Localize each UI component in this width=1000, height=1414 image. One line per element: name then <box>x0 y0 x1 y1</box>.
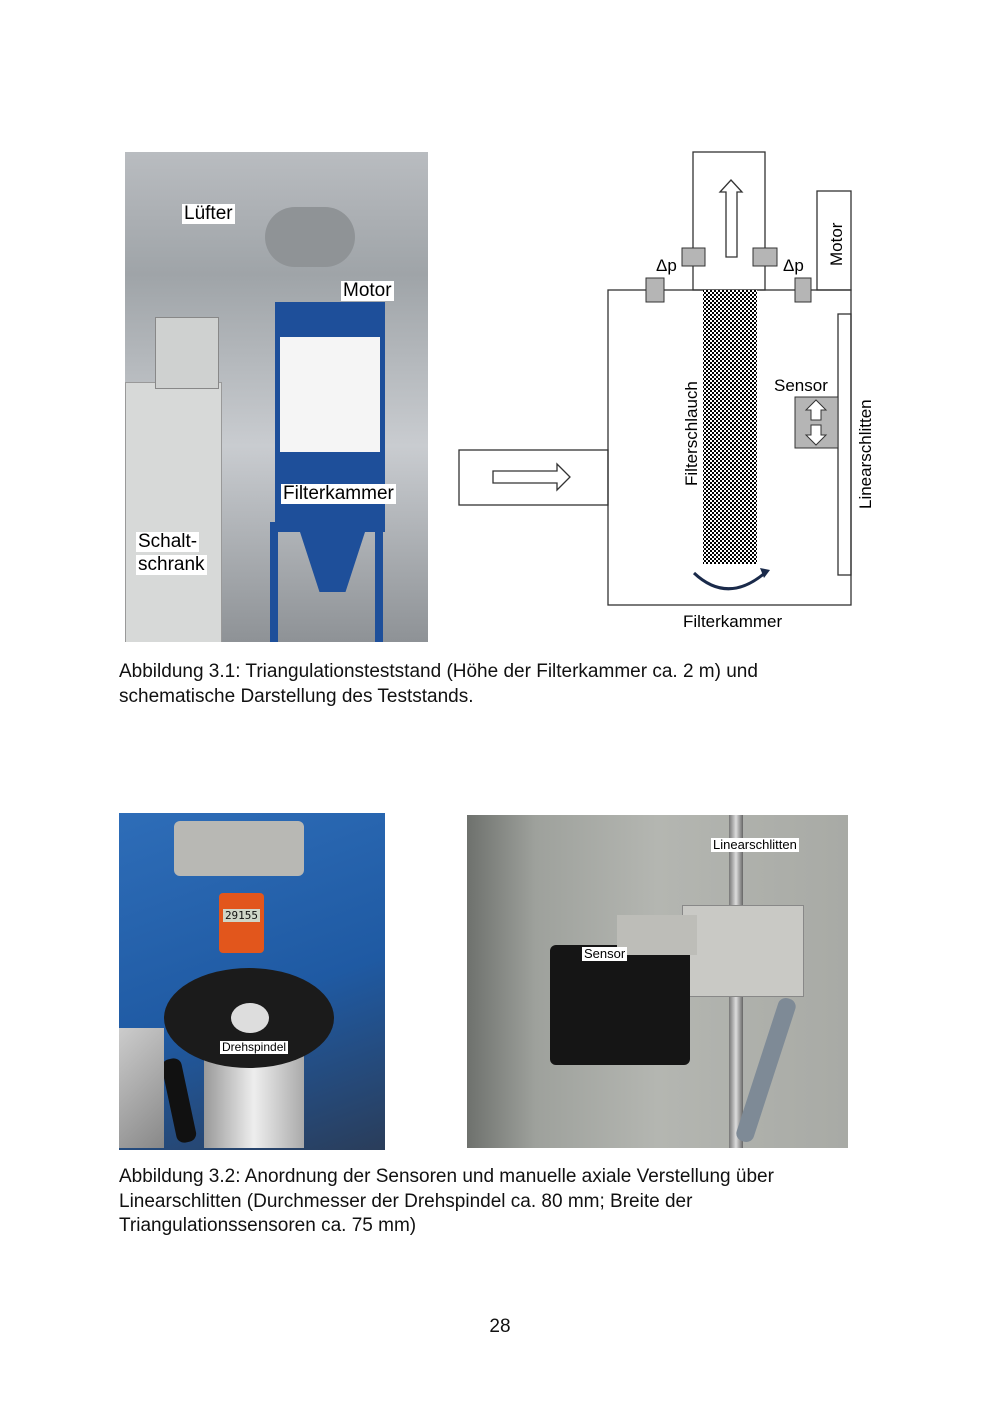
filter-hose <box>703 290 757 564</box>
label-motor: Motor <box>341 280 394 301</box>
triangulation-sensor <box>550 945 690 1065</box>
label-schaltschrank-1: Schalt- <box>136 531 200 552</box>
label-linearschlitten: Linearschlitten <box>856 399 875 509</box>
figure-caption-3-1: Abbildung 3.1: Triangulationsteststand (… <box>119 661 758 707</box>
slide-carriage <box>682 905 804 997</box>
display-value: 29155 <box>223 909 260 922</box>
label-luefter: Lüfter <box>182 203 235 224</box>
leg <box>375 522 383 642</box>
rotation-arrow-icon <box>692 570 767 591</box>
dp-sensor-icon <box>645 277 665 303</box>
crank-handle <box>160 1056 198 1145</box>
rotation-arrowhead <box>760 568 770 578</box>
dp-sensor-icon <box>681 247 706 267</box>
label-motor-schematic: Motor <box>827 222 846 266</box>
page-number: 28 <box>489 1316 511 1337</box>
photo-sensor-slide: Linearschlitten Sensor <box>467 815 848 1148</box>
label-dp-right: Δp <box>783 256 804 275</box>
label-drehspindel: Drehspindel <box>220 1040 289 1054</box>
control-cabinet <box>125 382 222 642</box>
label-filterschlauch: Filterschlauch <box>682 381 701 486</box>
up-arrow-icon <box>804 399 828 421</box>
cabinet-box <box>155 317 219 389</box>
label-sensor: Sensor <box>774 376 828 395</box>
position-display: 29155 <box>219 893 264 953</box>
leg <box>270 522 278 642</box>
dp-sensor-icon <box>794 277 812 303</box>
photo-drehspindel: 29155 Drehspindel <box>119 813 385 1150</box>
paper-sheet <box>280 337 380 452</box>
dp-sensor-icon <box>752 247 778 267</box>
label-linearschlitten-photo: Linearschlitten <box>711 837 799 852</box>
up-arrow-icon <box>718 179 744 258</box>
label-dp-left: Δp <box>656 256 677 275</box>
figure-caption-3-2: Abbildung 3.2: Anordnung der Sensoren un… <box>119 1166 774 1236</box>
right-arrow-icon <box>492 462 571 492</box>
label-sensor-photo: Sensor <box>582 946 628 961</box>
spindle-cylinder <box>204 1053 304 1148</box>
metal-part <box>119 1028 164 1148</box>
mount-plate <box>174 821 304 876</box>
linear-slide-rail <box>837 313 852 576</box>
label-filterkammer-schematic: Filterkammer <box>683 612 783 631</box>
cable-spiral <box>734 995 798 1145</box>
label-schaltschrank-2: schrank <box>136 554 207 575</box>
exhaust-duct <box>692 151 766 291</box>
duct-pipe <box>265 207 355 267</box>
schematic-diagram: Δp Δp Motor Filterschlauch Sensor Linear… <box>458 151 875 631</box>
down-arrow-icon <box>804 424 828 446</box>
photo-test-stand: Lüfter Motor Filterkammer Schalt- schran… <box>125 152 428 642</box>
label-filterkammer: Filterkammer <box>281 483 396 504</box>
inlet-duct <box>458 449 609 506</box>
sensor-bracket <box>617 915 697 955</box>
hub <box>231 1003 269 1033</box>
